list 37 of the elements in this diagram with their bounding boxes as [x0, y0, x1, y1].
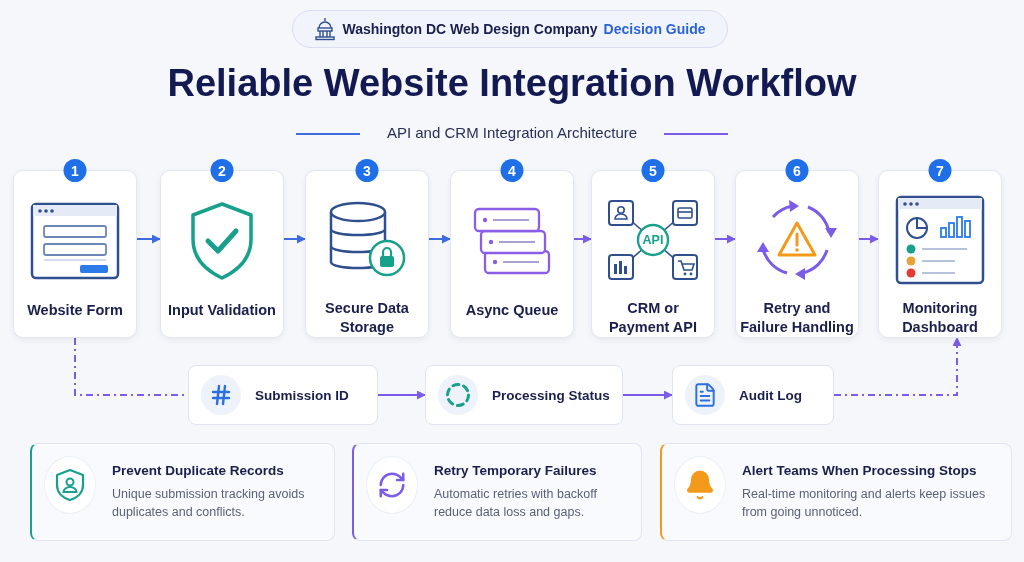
step-label: CRM or Payment API — [607, 299, 699, 337]
benefit-title: Retry Temporary Failures — [434, 463, 598, 478]
benefit-description: Real-time monitoring and alerts keep issues from going unnoticed. — [742, 486, 987, 521]
arrow — [136, 234, 161, 244]
step-label: Async Queue — [464, 301, 560, 320]
step-label: Monitoring Dashboard — [901, 299, 979, 337]
arrow — [714, 234, 736, 244]
header-pill — [292, 10, 728, 48]
benefit-description: Unique submission tracking avoids duplicates and conflicts. — [112, 486, 306, 521]
step-label: Website Form — [26, 301, 124, 320]
arrow — [377, 390, 426, 400]
tracking-chip — [425, 365, 623, 425]
chip-label: Processing Status — [492, 387, 610, 403]
benefit-title: Alert Teams When Processing Stops — [742, 463, 978, 478]
subtitle: API and CRM Integration Architecture — [385, 124, 639, 141]
step-label: Secure Data Storage — [324, 299, 410, 337]
header-text: Washington DC Web Design Company — [342, 21, 598, 37]
tracking-chip — [188, 365, 378, 425]
header-text: Decision Guide — [603, 21, 706, 37]
arrow — [283, 234, 306, 244]
dashed-connector — [833, 337, 962, 396]
title: Reliable Website Integration Workflow — [166, 62, 858, 105]
benefit-description: Automatic retries with backoff reduce data loss and gaps. — [434, 486, 599, 521]
chip-label: Submission ID — [255, 387, 349, 403]
arrow — [858, 234, 879, 244]
arrow — [573, 234, 592, 244]
api-label: API — [642, 233, 664, 247]
tracking-chip — [672, 365, 834, 425]
arrow — [622, 390, 673, 400]
benefit-title: Prevent Duplicate Records — [112, 463, 285, 478]
benefit-card — [660, 443, 1012, 541]
step-label: Input Validation — [167, 301, 277, 320]
benefit-card — [30, 443, 335, 541]
benefit-card — [352, 443, 642, 541]
chip-label: Audit Log — [739, 387, 802, 403]
step-label: Retry and Failure Handling — [739, 299, 855, 337]
arrow — [428, 234, 451, 244]
